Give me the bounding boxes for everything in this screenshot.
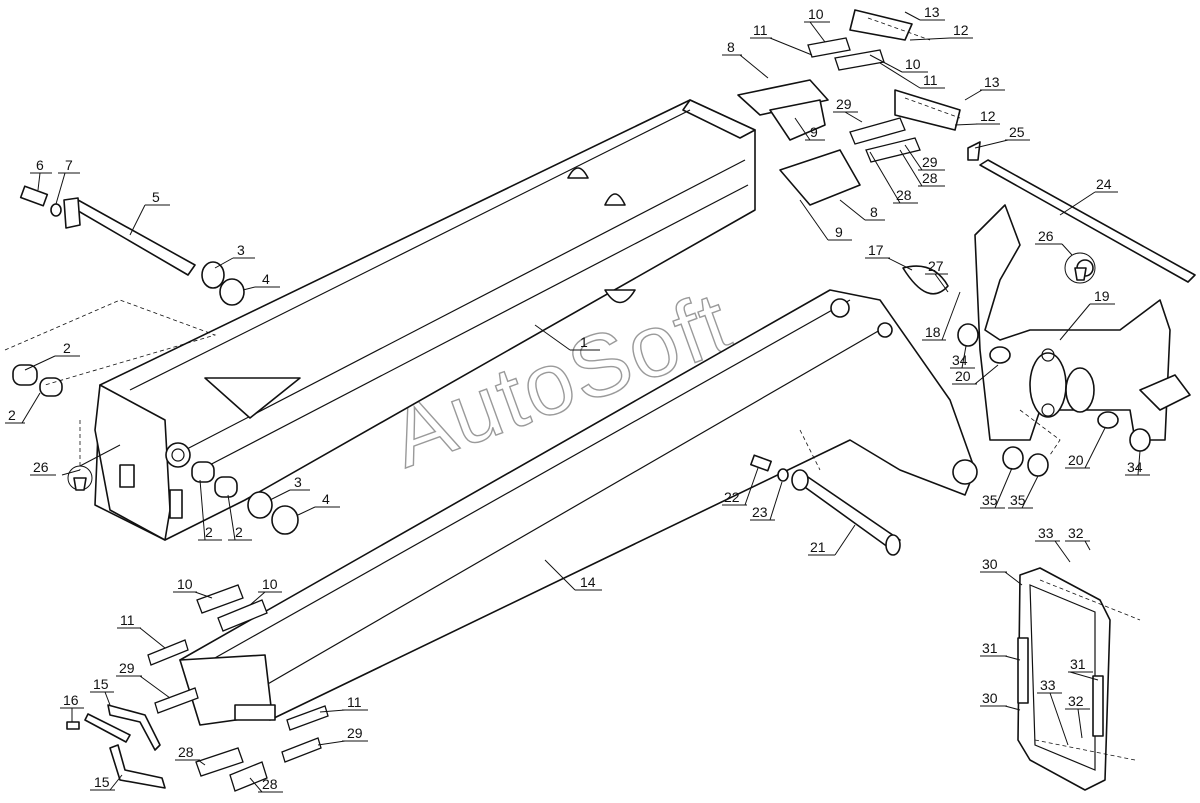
- callout-label: 20: [1068, 452, 1084, 468]
- callout-label: 26: [1038, 228, 1054, 244]
- callout-label: 32: [1068, 693, 1084, 709]
- pin-assembly-left: [19, 185, 299, 535]
- callout-label: 2: [63, 340, 71, 356]
- callout-label: 11: [753, 22, 768, 38]
- callout-label: 26: [33, 459, 49, 475]
- callout-label: 17: [868, 242, 884, 258]
- callout-label: 20: [955, 368, 971, 384]
- callout-label: 6: [36, 157, 44, 173]
- callout-label: 28: [896, 187, 912, 203]
- callout-label: 30: [982, 690, 998, 706]
- callout-label: 11: [120, 612, 135, 628]
- callout-label: 14: [580, 574, 596, 590]
- grease-nipples: [73, 267, 1087, 491]
- attachment-cradle: [750, 141, 1196, 556]
- callout-label: 13: [984, 74, 1000, 90]
- callouts: 1 2 2 2 2 3 3 4 4 5: [5, 4, 1150, 793]
- callout-label: 28: [262, 776, 278, 792]
- callout-label: 2: [205, 524, 213, 540]
- callout-label: 18: [925, 324, 941, 340]
- upper-wear-pads: [737, 9, 961, 206]
- callout-label: 11: [923, 72, 938, 88]
- outer-boom: [94, 99, 756, 541]
- callout-label: 29: [119, 660, 135, 676]
- callout-label: 19: [1094, 288, 1110, 304]
- callout-label: 33: [1040, 677, 1056, 693]
- callout-label: 29: [922, 154, 938, 170]
- callout-label: 9: [810, 124, 818, 140]
- callout-label: 15: [93, 676, 109, 692]
- construction-lines: [4, 299, 1141, 761]
- callout-label: 34: [1127, 459, 1143, 475]
- callout-label: 22: [724, 489, 740, 505]
- callout-label: 30: [982, 556, 998, 572]
- callout-label: 10: [905, 56, 921, 72]
- callout-label: 28: [922, 170, 938, 186]
- callout-label: 32: [1068, 525, 1084, 541]
- callout-label: 10: [808, 6, 824, 22]
- callout-label: 10: [262, 576, 278, 592]
- callout-label: 5: [152, 189, 160, 205]
- inner-boom: [179, 289, 978, 726]
- callout-label: 31: [1070, 656, 1086, 672]
- callout-label: 24: [1096, 176, 1112, 192]
- callout-label: 21: [810, 539, 826, 555]
- callout-label: 28: [178, 744, 194, 760]
- callout-label: 2: [8, 407, 16, 423]
- callout-label: 7: [65, 157, 73, 173]
- callout-label: 13: [924, 4, 940, 20]
- lower-wear-pads: [66, 584, 329, 792]
- callout-label: 2: [235, 524, 243, 540]
- callout-label: 29: [347, 725, 363, 741]
- callout-label: 12: [980, 108, 996, 124]
- bushings: [12, 364, 238, 498]
- callout-label: 10: [177, 576, 193, 592]
- callout-label: 1: [580, 334, 588, 350]
- callout-label: 4: [322, 491, 330, 507]
- callout-label: 29: [836, 96, 852, 112]
- callout-label: 3: [237, 242, 245, 258]
- callout-label: 8: [870, 204, 878, 220]
- clamp-frame: [1017, 567, 1111, 791]
- callout-label: 16: [63, 692, 79, 708]
- callout-label: 12: [953, 22, 969, 38]
- callout-label: 8: [727, 39, 735, 55]
- callout-label: 25: [1009, 124, 1025, 140]
- callout-label: 9: [835, 224, 843, 240]
- callout-label: 15: [94, 774, 110, 790]
- callout-label: 3: [294, 474, 302, 490]
- callout-label: 27: [928, 258, 944, 274]
- callout-label: 31: [982, 640, 998, 656]
- callout-label: 11: [347, 694, 362, 710]
- callout-label: 35: [1010, 492, 1026, 508]
- callout-label: 23: [752, 504, 768, 520]
- callout-label: 4: [262, 271, 270, 287]
- callout-label: 35: [982, 492, 998, 508]
- callout-label: 34: [952, 352, 968, 368]
- callout-label: 33: [1038, 525, 1054, 541]
